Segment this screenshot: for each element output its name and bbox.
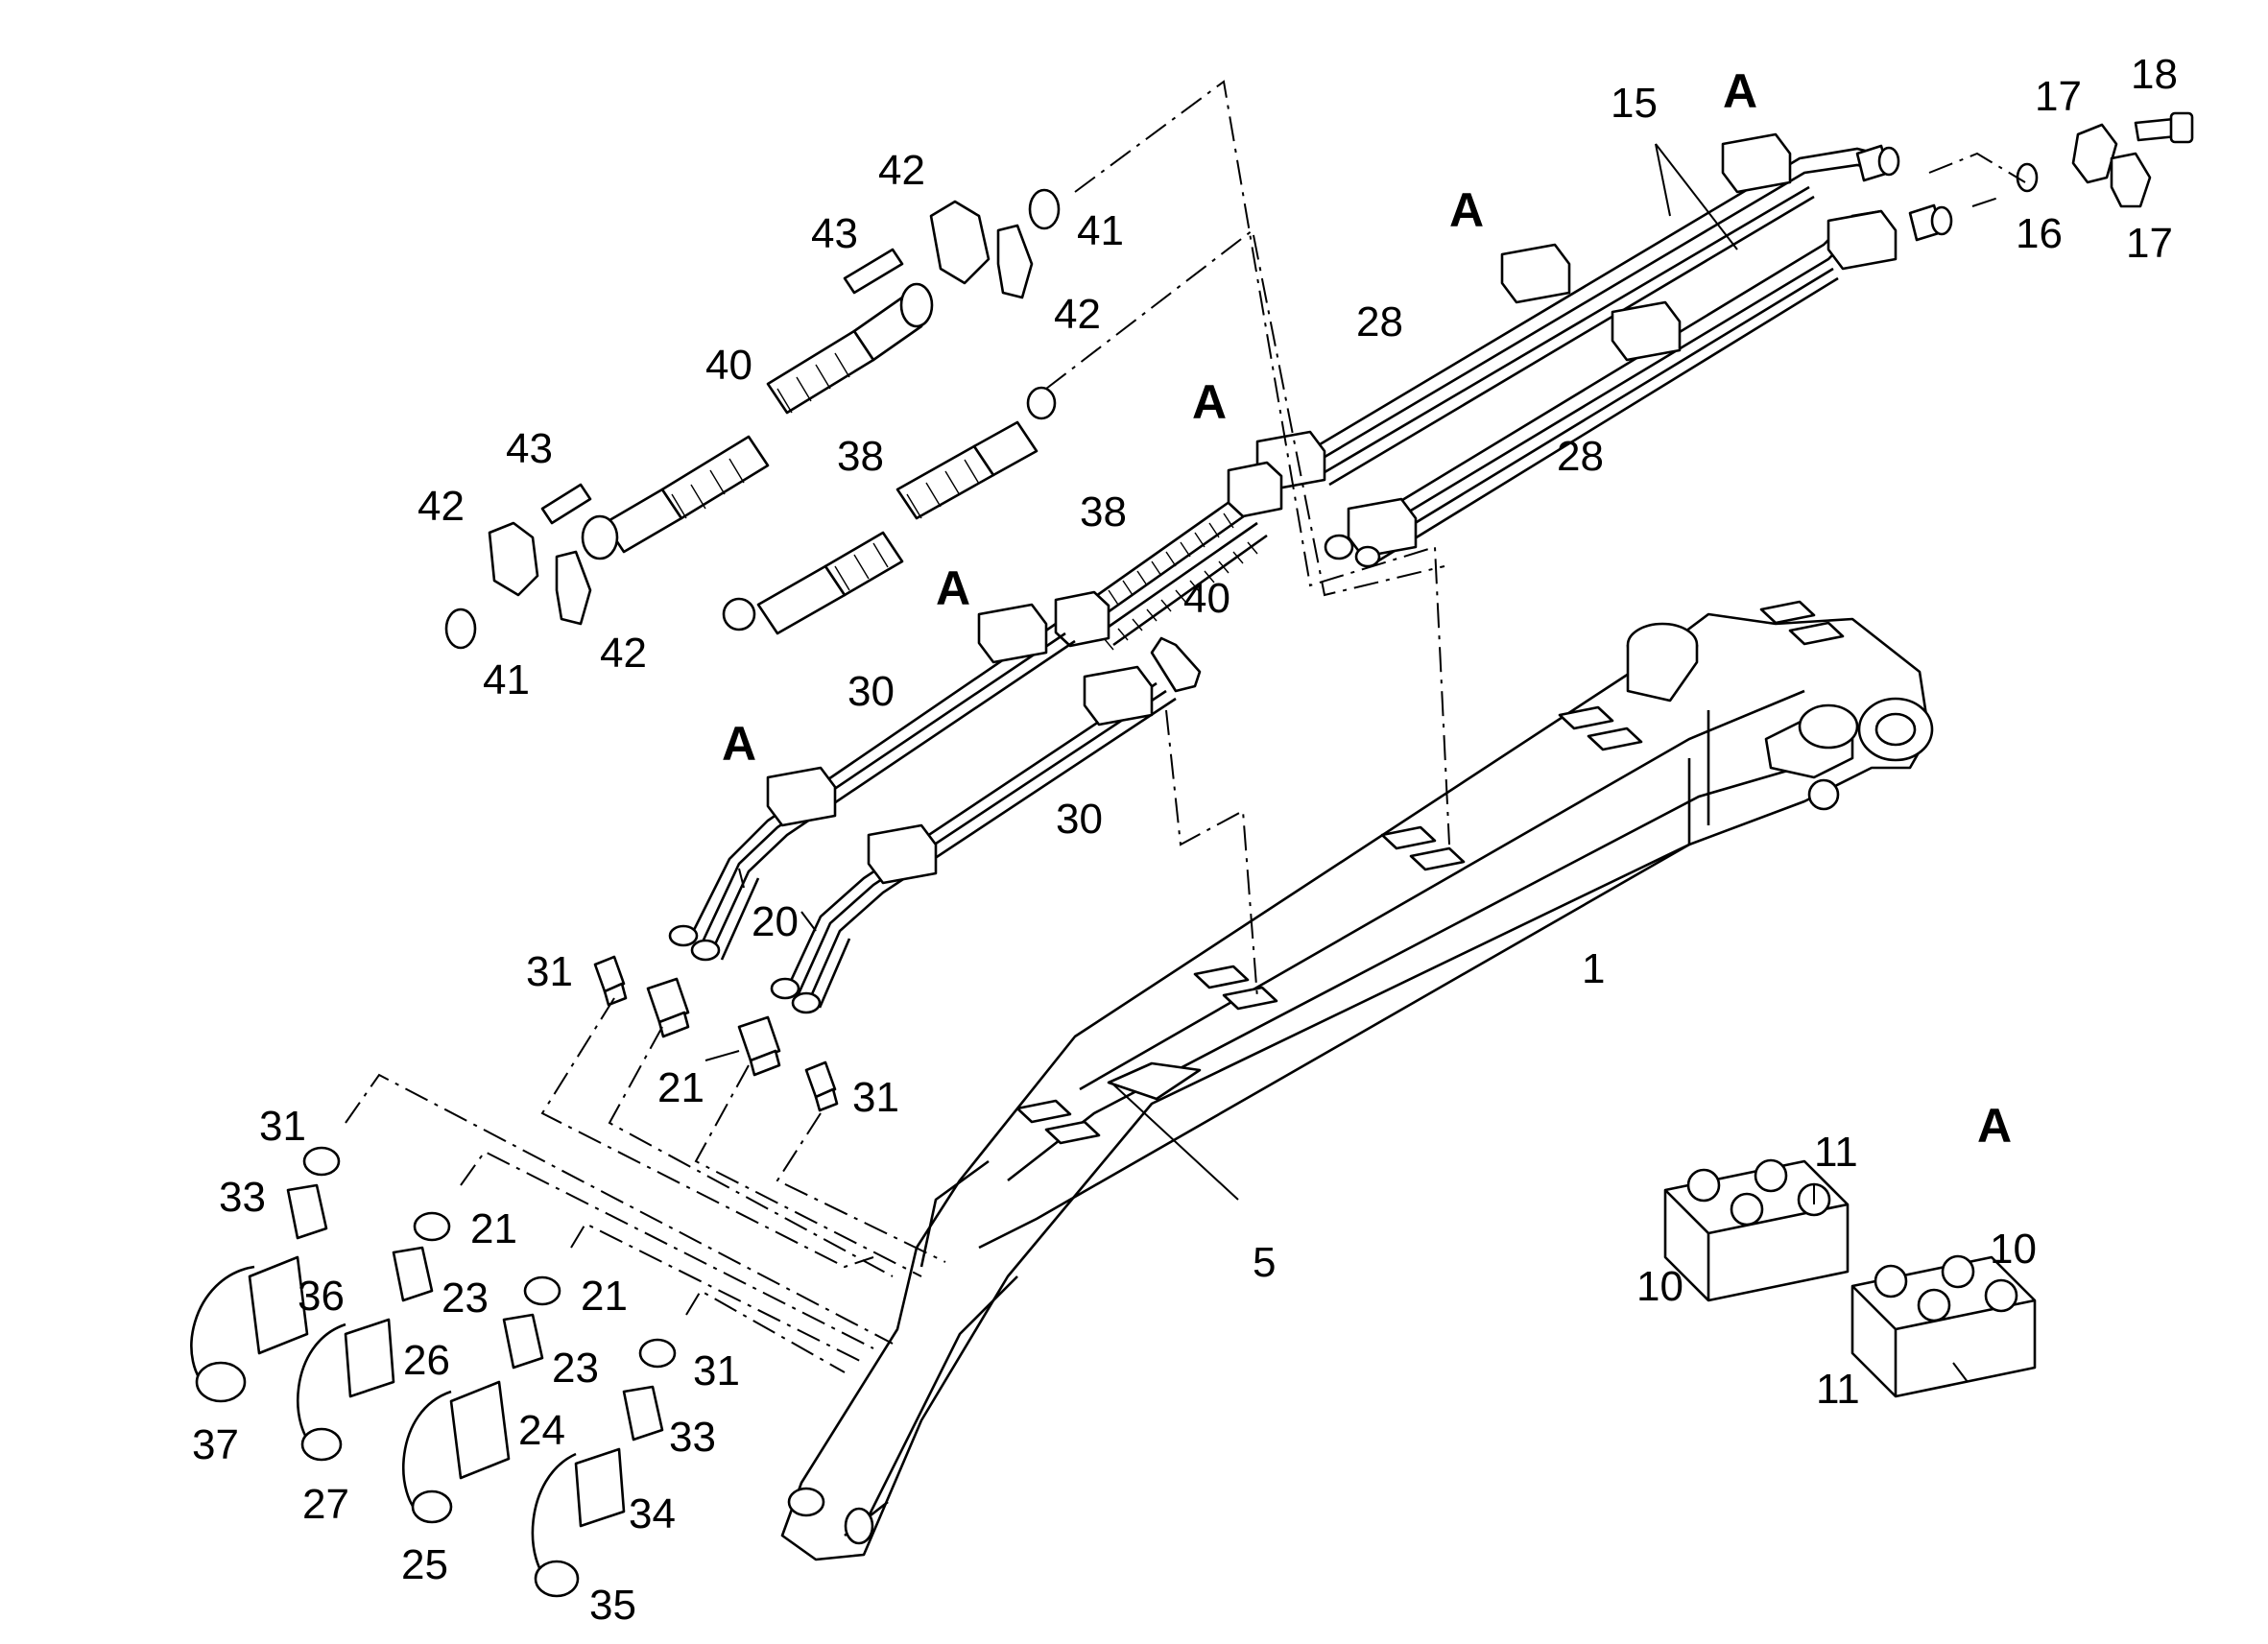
callout-38: 38: [837, 433, 884, 480]
callout-21: 21: [470, 1205, 517, 1252]
callout-42: 42: [600, 630, 647, 677]
callout-43: 43: [811, 210, 858, 257]
section-mark-a: A: [1192, 375, 1227, 429]
callout-26: 26: [403, 1337, 450, 1384]
middle-hoses: [1054, 461, 1283, 651]
section-mark-a: A: [1449, 183, 1484, 237]
adapters-33-23: [286, 1183, 664, 1441]
callout-33: 33: [669, 1414, 716, 1461]
fittings-31-21: [593, 955, 839, 1112]
quick-couplers: [190, 1255, 626, 1598]
callout-17: 17: [2126, 220, 2173, 267]
callout-37: 37: [192, 1421, 239, 1468]
callout-10: 10: [1990, 1226, 2037, 1273]
detail-mark-a: A: [1977, 1099, 2012, 1153]
section-mark-a: A: [936, 561, 970, 615]
callout-40: 40: [1183, 575, 1230, 622]
callout-31: 31: [259, 1103, 306, 1150]
callout-27: 27: [302, 1481, 349, 1528]
callout-21: 21: [581, 1273, 628, 1320]
callout-43: 43: [506, 425, 553, 472]
callout-21: 21: [657, 1064, 704, 1111]
assembly-routing-lines: [345, 80, 2026, 1373]
callout-42: 42: [418, 483, 465, 530]
callout-36: 36: [298, 1273, 345, 1320]
callout-31: 31: [852, 1074, 899, 1121]
callout-10: 10: [1636, 1263, 1683, 1310]
callout-30: 30: [848, 668, 895, 715]
callout-17: 17: [2035, 73, 2082, 120]
callout-11: 11: [1814, 1129, 1858, 1176]
boom-clamps: [1015, 600, 1845, 1145]
bolt-18: [2134, 111, 2194, 144]
bolts-43: [540, 248, 904, 525]
callout-28: 28: [1557, 433, 1604, 480]
callout-20: 20: [752, 898, 799, 945]
exploded-hose-40: [581, 282, 934, 560]
oring-16: [2016, 162, 2039, 193]
callout-16: 16: [2016, 210, 2063, 257]
callout-31: 31: [526, 948, 573, 995]
boom-arm: [780, 612, 1934, 1561]
callout-11: 11: [1816, 1366, 1860, 1413]
callout-42: 42: [878, 147, 925, 194]
callout-41: 41: [1077, 207, 1124, 254]
callout-15: 15: [1611, 80, 1658, 127]
callout-38: 38: [1080, 488, 1127, 536]
exploded-hose-38: [722, 386, 1057, 635]
section-mark-a: A: [722, 717, 756, 771]
callout-24: 24: [518, 1407, 565, 1454]
callout-23: 23: [552, 1345, 599, 1392]
flange-halves-42: [488, 200, 1034, 626]
callout-33: 33: [219, 1174, 266, 1221]
flange-halves-17: [2071, 123, 2152, 208]
callout-5: 5: [1253, 1239, 1276, 1286]
pipe-lines-28: [1255, 132, 1953, 568]
orings-41: [444, 188, 1061, 650]
section-marks: A A A A A A: [722, 64, 2012, 1153]
callout-28: 28: [1356, 298, 1403, 345]
callout-42: 42: [1054, 291, 1101, 338]
pipe-lines-30: [668, 603, 1202, 1014]
callout-35: 35: [589, 1582, 636, 1629]
detail-a-clamps: [1663, 1158, 2037, 1398]
callout-leaders: [704, 143, 1969, 1383]
callout-40: 40: [705, 342, 752, 389]
callout-18: 18: [2131, 51, 2178, 98]
callout-1: 1: [1582, 945, 1605, 992]
callout-41: 41: [483, 656, 530, 703]
callout-labels: 1 5 10 10 11 11 15 16 17 17 18 20 21 21 …: [192, 51, 2178, 1629]
callout-25: 25: [401, 1541, 448, 1588]
callout-34: 34: [629, 1490, 676, 1537]
callout-23: 23: [442, 1275, 489, 1322]
nuts-bottom: [302, 1146, 677, 1369]
section-mark-a: A: [1723, 64, 1757, 118]
callout-31: 31: [693, 1347, 740, 1394]
callout-30: 30: [1056, 796, 1103, 843]
